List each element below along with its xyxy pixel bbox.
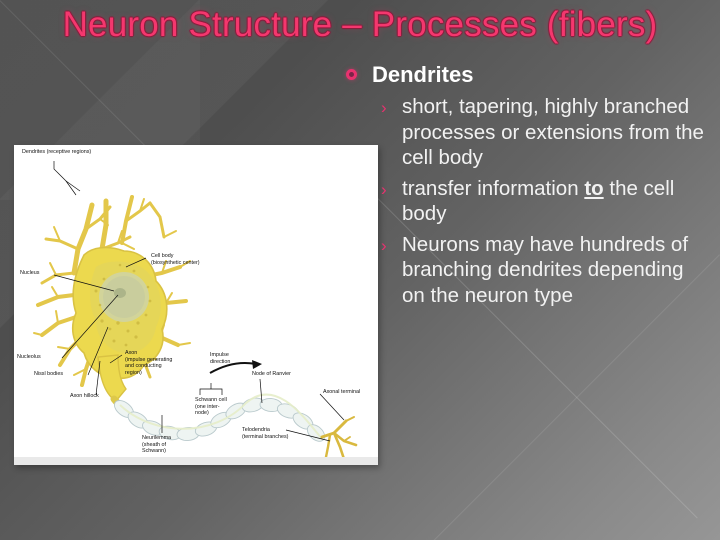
chevron-right-icon: ›	[381, 235, 387, 255]
figure-label-nissl-bodies: Nissl bodies	[34, 371, 64, 377]
sub-bullet-item-2: › transfer information to the cell body	[344, 176, 712, 227]
chevron-right-icon: ›	[381, 98, 387, 117]
figure-label-cell-body: Cell body (biosynthetic center)	[151, 253, 200, 266]
sub-bullet-text-1: short, tapering, highly branched process…	[402, 95, 704, 169]
figure-label-nucleolus: Nucleolus	[17, 354, 41, 360]
figure-label-nucleus: Nucleus	[20, 270, 40, 276]
figure-label-neurilemma: Neurilemma (sheath of Schwann)	[142, 435, 172, 455]
chevron-right-icon: ›	[381, 179, 387, 199]
figure-label-axonal-terminal: Axonal terminal	[323, 389, 361, 395]
sub-bullet-emphasis-to: to	[584, 176, 604, 200]
figure-label-node-of-ranvier: Node of Ranvier	[252, 371, 291, 377]
figure-label-schwann-cell: Schwann cell (one inter- node)	[195, 397, 227, 417]
sub-bullet-list: › short, tapering, highly branched proce…	[344, 94, 712, 308]
sub-bullet-text-2-after: the cell body	[402, 176, 675, 226]
figure-label-impulse-direction: Impulse direction	[210, 352, 231, 365]
figure-label-axon-hillock: Axon hillock	[70, 393, 99, 399]
neuron-diagram-image: Dendrites (receptive regions) Cell body …	[14, 145, 378, 465]
sub-bullet-text-2-before: transfer information	[402, 176, 585, 200]
figure-label-dendrites: Dendrites (receptive regions)	[22, 149, 92, 155]
figure-label-telodendria: Telodendria (terminal branches)	[242, 427, 289, 440]
figure-label-axon: Axon (impulse generating and conducting …	[125, 350, 173, 376]
sub-bullet-text-3: Neurons may have hundreds of branching d…	[402, 232, 689, 307]
sub-bullet-item-1: › short, tapering, highly branched proce…	[344, 94, 712, 171]
bullet-level1-label: Dendrites	[372, 62, 474, 87]
neuron-illustration	[14, 145, 378, 465]
figure-bottom-band	[14, 457, 378, 465]
slide-title: Neuron Structure – Processes (fibers)	[62, 5, 658, 44]
ring-bullet-icon	[346, 69, 357, 80]
content-placeholder: Dendrites › short, tapering, highly bran…	[344, 60, 712, 313]
neuron-diagram-canvas: Dendrites (receptive regions) Cell body …	[14, 145, 378, 465]
sub-bullet-item-3: › Neurons may have hundreds of branching…	[344, 232, 712, 309]
bullet-level1-dendrites: Dendrites	[344, 60, 712, 90]
